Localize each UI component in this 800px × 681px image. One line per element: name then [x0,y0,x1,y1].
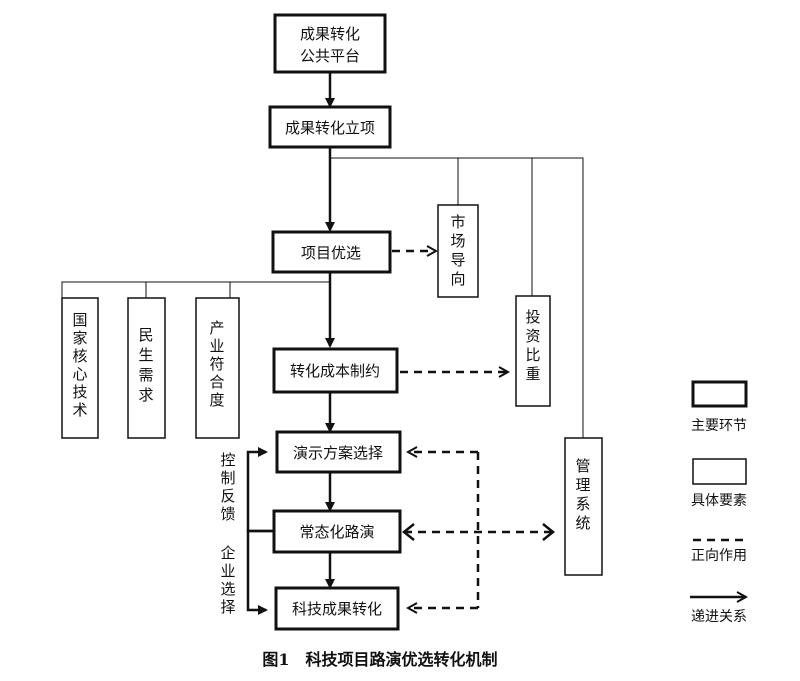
legend-main-step-label: 主要环节 [691,418,747,434]
factor-box-core-tech [61,297,99,439]
side-labels: 控制反馈 企业选择 [220,451,235,616]
step-box-plan [275,430,402,474]
step-label-plan: 演示方案选择 [293,444,383,462]
factor-label-management: 管理系统 [575,457,590,532]
factor-label-demand: 民生需求 [138,326,153,404]
step-label-transform: 科技成果转化 [292,600,382,618]
main-step-labels: 成果转化 公共平台 成果转化立项 项目优选 转化成本制约 演示方案选择 常态化路… [285,25,383,618]
connector-lines [61,157,584,438]
step-label-roadshow: 常态化路演 [299,523,374,541]
factor-label-industry: 产业符合度 [209,319,224,409]
factor-labels: 市场导向 投资比重 管理系统 国家核心技术 民生需求 产业符合度 [72,213,590,532]
step-box-cost [272,347,399,394]
step-label-platform-1: 成果转化 [300,25,360,43]
factor-label-investment: 投资比重 [525,308,540,383]
legend-main-step-swatch [691,380,748,408]
factor-label-market: 市场导向 [450,213,465,288]
side-label-enterprise: 企业选择 [220,544,235,616]
side-brackets [246,447,274,615]
positive-arrows [392,251,556,608]
main-steps [268,13,402,631]
legend-factor-label: 具体要素 [691,493,747,509]
step-box-selection [271,230,392,274]
factor-box-investment [515,295,551,407]
legend-factor-swatch [692,458,747,485]
side-label-feedback: 控制反馈 [220,451,235,523]
step-box-platform [273,13,387,74]
factor-boxes [61,204,603,576]
step-label-platform-2: 公共平台 [300,47,360,65]
legend-positive-label: 正向作用 [691,548,747,564]
step-box-project [268,105,392,149]
factor-label-core-tech: 国家核心技术 [72,311,87,419]
step-label-cost: 转化成本制约 [290,362,380,380]
step-label-selection: 项目优选 [301,244,361,262]
figure-caption: 图1 科技项目路演优选转化机制 [262,650,497,669]
factor-box-industry [195,297,240,439]
step-label-project: 成果转化立项 [285,119,375,137]
legend: 主要环节 具体要素 正向作用 递进关系 [690,380,748,625]
step-box-roadshow [272,509,402,554]
factor-box-demand [127,297,166,439]
step-box-transform [274,586,400,631]
factor-box-management [564,437,603,576]
factor-box-market [437,204,479,298]
legend-progressive-label: 递进关系 [691,609,747,625]
